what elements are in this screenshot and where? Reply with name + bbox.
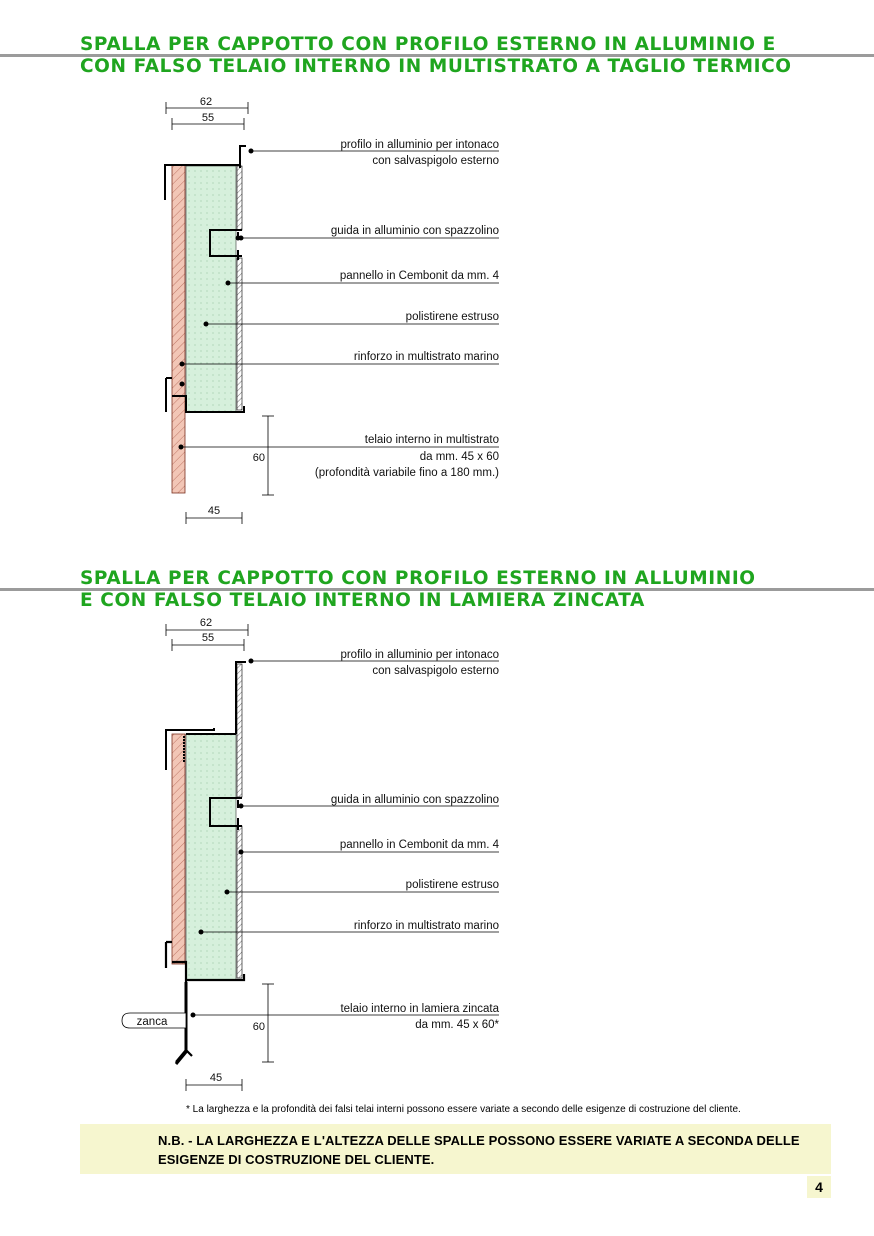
dim-side-label: 60 xyxy=(253,452,265,464)
label-profilo: profilo in alluminio per intonaco con sa… xyxy=(248,139,499,167)
label-rinforzo-text: rinforzo in multistrato marino xyxy=(354,351,499,363)
section1-title: SPALLA PER CAPPOTTO CON PROFILO ESTERNO … xyxy=(80,34,792,78)
label-telaio-line2: da mm. 45 x 60* xyxy=(415,1019,499,1031)
cembonit-panel-lower xyxy=(236,257,243,411)
note-line1: N.B. - LA LARGHEZZA E L'ALTEZZA DELLE SP… xyxy=(158,1133,800,1148)
galvanized-frame xyxy=(164,940,246,1063)
dim-top-inner-label: 55 xyxy=(202,632,214,644)
label-guida-text: guida in alluminio con spazzolino xyxy=(331,225,499,237)
label-polistirene: polistirene estruso xyxy=(224,879,499,895)
aluminium-profile-bottom xyxy=(165,377,245,413)
dim-top-55: 55 xyxy=(171,112,245,130)
dim-top-inner-label: 55 xyxy=(202,112,214,124)
dim-side-label: 60 xyxy=(253,1021,265,1033)
label-polistirene-text: polistirene estruso xyxy=(406,311,499,323)
label-telaio: telaio interno in multistrato da mm. 45 … xyxy=(178,434,499,479)
label-pannello: pannello in Cembonit da mm. 4 xyxy=(225,270,500,286)
label-profilo-line1: profilo in alluminio per intonaco xyxy=(340,139,499,151)
wood-frame xyxy=(171,164,186,494)
label-rinforzo-text: rinforzo in multistrato marino xyxy=(354,920,499,932)
label-profilo-line1: profilo in alluminio per intonaco xyxy=(340,649,499,661)
cembonit-panel-upper xyxy=(236,165,243,231)
dim-top-outer-label: 62 xyxy=(200,617,212,629)
section1-divider xyxy=(0,54,874,57)
wood-strip xyxy=(171,733,186,965)
section2-divider xyxy=(0,588,874,591)
footnote: * La larghezza e la profondità dei falsi… xyxy=(186,1104,741,1115)
label-rinforzo: rinforzo in multistrato marino xyxy=(179,351,499,367)
dim-bottom-45: 45 xyxy=(185,1072,243,1091)
label-telaio-line2: da mm. 45 x 60 xyxy=(420,451,499,463)
cembonit-panel-lower xyxy=(236,825,243,979)
zanca-label: zanca xyxy=(137,1016,168,1028)
dim-top-62: 62 xyxy=(165,96,249,114)
aluminium-profile-top xyxy=(164,145,246,200)
dim-bottom-label: 45 xyxy=(210,1072,222,1084)
label-pannello-text: pannello in Cembonit da mm. 4 xyxy=(340,270,500,282)
section1-drawing: 62 55 profilo in alluminio per intonaco … xyxy=(164,96,500,524)
section1-title-line1: SPALLA PER CAPPOTTO CON PROFILO ESTERNO … xyxy=(80,34,776,55)
label-profilo: profilo in alluminio per intonaco con sa… xyxy=(248,649,499,677)
label-telaio-line1: telaio interno in lamiera zincata xyxy=(340,1003,499,1015)
label-telaio: telaio interno in lamiera zincata da mm.… xyxy=(190,1003,500,1031)
dim-top-62: 62 xyxy=(165,617,249,636)
label-profilo-line2: con salvaspigolo esterno xyxy=(372,155,499,167)
anchor-hook xyxy=(174,982,188,1065)
dim-side-60: 60 xyxy=(253,415,274,496)
label-polistirene: polistirene estruso xyxy=(203,311,499,327)
section2-title-line2: E CON FALSO TELAIO INTERNO IN LAMIERA ZI… xyxy=(80,590,645,611)
label-pannello: pannello in Cembonit da mm. 4 xyxy=(238,839,500,855)
label-telaio-line3: (profondità variabile fino a 180 mm.) xyxy=(315,467,499,479)
insulation-block xyxy=(185,165,237,413)
dim-side-60: 60 xyxy=(253,983,274,1063)
label-guida-text: guida in alluminio con spazzolino xyxy=(331,794,499,806)
label-guida: guida in alluminio con spazzolino xyxy=(238,794,499,809)
guide-rail xyxy=(209,797,242,830)
aluminium-profile-top xyxy=(165,661,246,770)
section2-title: SPALLA PER CAPPOTTO CON PROFILO ESTERNO … xyxy=(80,568,756,612)
dim-top-outer-label: 62 xyxy=(200,96,212,108)
section2-drawing: 62 55 profilo in alluminio per intonaco … xyxy=(121,617,500,1091)
cembonit-panel-upper xyxy=(236,663,243,798)
label-pannello-text: pannello in Cembonit da mm. 4 xyxy=(340,839,500,851)
label-profilo-line2: con salvaspigolo esterno xyxy=(372,665,499,677)
dim-bottom-45: 45 xyxy=(185,505,243,524)
label-polistirene-text: polistirene estruso xyxy=(406,879,499,891)
page-number: 4 xyxy=(807,1176,831,1198)
note-box: N.B. - LA LARGHEZZA E L'ALTEZZA DELLE SP… xyxy=(80,1124,831,1174)
section1-title-line2: CON FALSO TELAIO INTERNO IN MULTISTRATO … xyxy=(80,56,792,77)
section2-title-line1: SPALLA PER CAPPOTTO CON PROFILO ESTERNO … xyxy=(80,568,756,589)
note-text: N.B. - LA LARGHEZZA E L'ALTEZZA DELLE SP… xyxy=(158,1131,800,1169)
label-guida: guida in alluminio con spazzolino xyxy=(238,225,499,241)
label-telaio-line1: telaio interno in multistrato xyxy=(365,434,499,446)
note-line2: ESIGENZE DI COSTRUZIONE DEL CLIENTE. xyxy=(158,1152,435,1167)
dim-bottom-label: 45 xyxy=(208,505,220,517)
dim-top-55: 55 xyxy=(171,632,245,651)
label-rinforzo: rinforzo in multistrato marino xyxy=(198,920,499,935)
insulation-block xyxy=(185,733,237,981)
zanca-callout: zanca xyxy=(121,1012,187,1029)
